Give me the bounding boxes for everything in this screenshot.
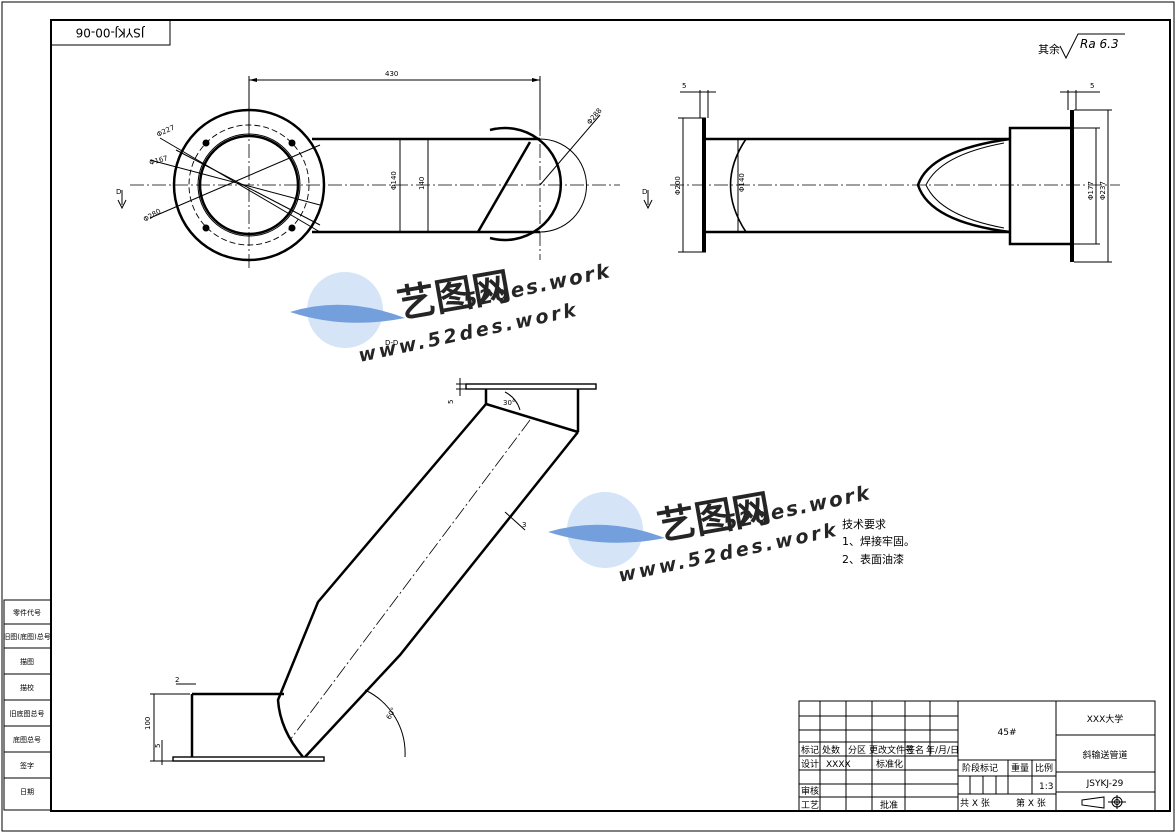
dim-length: 430 (385, 70, 398, 78)
tb-material: 45# (998, 728, 1017, 738)
tb-review: 审核 (801, 785, 819, 797)
tb-scale-label: 比例 (1035, 762, 1053, 774)
tb-sign: 签名 (906, 744, 924, 756)
tb-standardize: 标准化 (876, 758, 903, 770)
dim-bottom-height: 100 (144, 717, 152, 730)
dim-side-140: Φ140 (738, 173, 746, 192)
dim-end: Φ288 (585, 107, 603, 127)
tech-item-2: 2、表面油漆 (842, 552, 904, 566)
stamp-7: 日期 (20, 788, 34, 796)
tb-zone: 分区 (848, 745, 866, 756)
tb-sheet: 第 X 张 (1016, 797, 1046, 809)
front-view: 430 Φ140 140 Φ227 Φ167 Φ280 Φ288 D D (116, 70, 653, 270)
dim-pipe-dia-2: 140 (418, 177, 426, 190)
title-block: 标记 处数 分区 更改文件号 签名 年/月/日 设计 XXXX 标准化 审核 工… (798, 700, 1156, 812)
watermark-2: 艺图网 52des.work www.52des.work (548, 480, 873, 587)
roughness-prefix: 其余 (1038, 42, 1060, 56)
tb-drawing-no: JSYKJ-29 (1086, 779, 1124, 789)
stamp-4: 旧底图总号 (10, 709, 45, 718)
tb-design: 设计 (801, 758, 819, 770)
tb-process: 工艺 (801, 800, 819, 811)
dim-side-200: Φ200 (674, 176, 682, 195)
dim-wall: 3 (522, 521, 526, 529)
stamp-6: 签字 (20, 761, 34, 770)
tb-total: 共 X 张 (960, 798, 990, 809)
tb-scale: 1:3 (1039, 782, 1053, 792)
dim-inner: Φ167 (148, 154, 168, 167)
view-label: D-D (385, 339, 398, 347)
dim-pipe-dia: Φ140 (390, 171, 398, 190)
side-view: Φ200 Φ140 Φ177 Φ237 5 5 (670, 82, 1120, 263)
inner-border (50, 19, 1171, 812)
dim-pcd: Φ227 (155, 124, 175, 139)
tb-stage: 阶段标记 (962, 762, 998, 774)
tb-date: 年/月/日 (926, 744, 959, 756)
watermark-globe-icon (290, 272, 405, 348)
section-mark-left: D (116, 188, 121, 196)
tb-mark: 标记 (801, 744, 819, 756)
tb-count: 处数 (822, 744, 840, 756)
dim-bottom-width: 2 (175, 676, 179, 684)
dim-bottom-flange: 5 (154, 744, 162, 748)
section-view: D-D 100 5 2 5 30° 3 60° (144, 339, 597, 765)
stamp-0: 零件代号 (13, 608, 41, 617)
tb-weight: 重量 (1011, 762, 1029, 774)
tech-requirements: 技术要求 1、焊接牢固。 2、表面油漆 (842, 518, 915, 566)
code-box: JSYKJ-00-06 (50, 19, 171, 46)
tech-title: 技术要求 (842, 518, 886, 531)
stamp-2: 描图 (20, 657, 34, 666)
stamp-1: 旧图(底图)总号 (3, 632, 50, 641)
projection-symbol-icon (1081, 795, 1126, 809)
stamp-3: 描校 (20, 683, 34, 692)
dim-flange-right: 5 (1090, 82, 1094, 90)
tb-part-name: 斜输送管道 (1082, 749, 1127, 761)
watermark-globe-icon-2 (548, 492, 665, 568)
dim-side-177: Φ177 (1087, 181, 1095, 200)
tb-designer: XXXX (826, 760, 851, 770)
dim-outer: Φ280 (142, 207, 162, 223)
section-mark-right: D (642, 188, 647, 196)
dim-flange-left: 5 (682, 82, 686, 90)
tb-approve: 批准 (880, 799, 898, 811)
watermark-1: 艺图网 52des.work www.52des.work (290, 258, 613, 367)
watermark-domain-1: 52des.work (461, 258, 613, 313)
roughness-value: Ra 6.3 (1080, 37, 1119, 51)
tb-university: XXX大学 (1087, 713, 1124, 725)
code-box-text: JSYKJ-00-06 (76, 26, 146, 40)
tb-change-doc: 更改文件号 (869, 744, 914, 756)
dim-top-angle: 30° (503, 399, 515, 407)
stamp-5: 底图总号 (13, 735, 41, 744)
side-stamp-column: 零件代号 旧图(底图)总号 描图 描校 旧底图总号 底图总号 签字 日期 (3, 599, 52, 811)
dim-top-flange: 5 (447, 400, 455, 404)
roughness-symbol: 其余 Ra 6.3 (1038, 33, 1125, 60)
tech-item-1: 1、焊接牢固。 (842, 534, 915, 548)
dim-side-237: Φ237 (1099, 181, 1107, 200)
